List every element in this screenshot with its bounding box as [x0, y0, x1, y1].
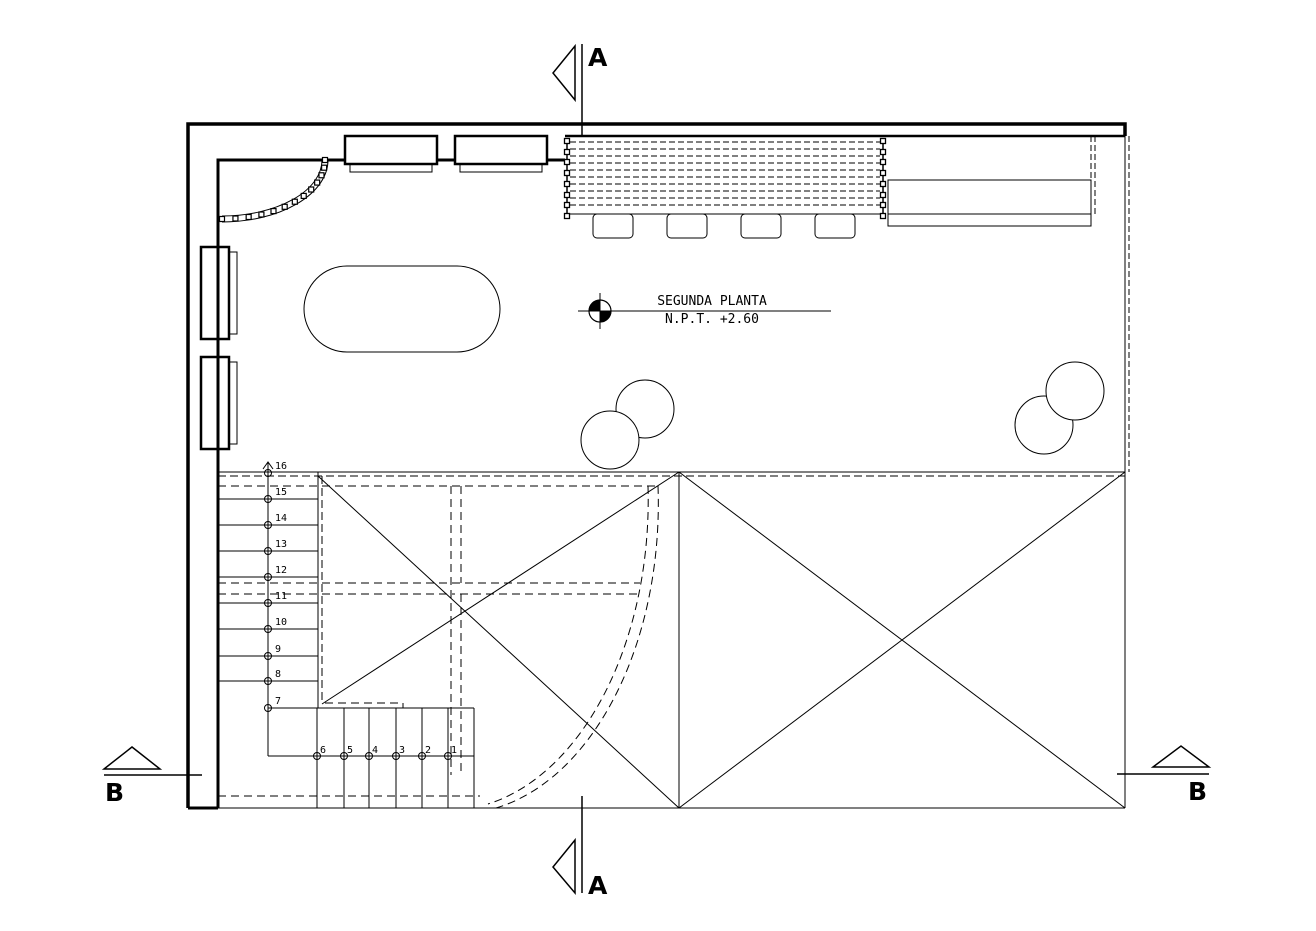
railing-post [563, 169, 571, 177]
railing-post [563, 158, 571, 166]
stair-node [264, 652, 272, 660]
stair-node [313, 752, 321, 760]
stair-node [264, 547, 272, 555]
lower-level-dashed [218, 485, 660, 809]
stair-step-number: 11 [275, 591, 287, 602]
railing-post [563, 180, 571, 188]
level-name: SEGUNDA PLANTA [657, 294, 767, 309]
railing-post [879, 148, 887, 156]
railing-post [245, 213, 252, 221]
corner-curved-railing [218, 156, 329, 223]
stair-step-number: 5 [347, 745, 353, 756]
stair-step-number: 15 [275, 487, 287, 498]
stair-node [264, 495, 272, 503]
railing-post [318, 172, 325, 179]
stair-node [365, 752, 373, 760]
section-a-bottom [552, 796, 583, 896]
railing-post [879, 212, 887, 220]
railing-post [291, 198, 298, 205]
section-a-bottom-label: A [588, 871, 608, 900]
stair-node [264, 521, 272, 529]
stair-node [264, 677, 272, 685]
railing-post [563, 148, 571, 156]
stair-step-number: 4 [372, 745, 378, 756]
stair-step-number: 14 [275, 513, 287, 524]
section-b-right [1117, 745, 1212, 775]
railing-post [879, 201, 887, 209]
stair-node [264, 599, 272, 607]
stair-step-number: 10 [275, 617, 287, 628]
stair-node [264, 469, 272, 477]
stair-step-number: 13 [275, 539, 287, 550]
stair [218, 461, 475, 808]
counter-top-right [887, 136, 1130, 472]
window-top-left [343, 134, 439, 173]
railing-post [258, 211, 265, 218]
railing-post [218, 215, 226, 223]
stair-node [444, 752, 452, 760]
railing-post [308, 186, 315, 193]
exterior-walls [186, 122, 1127, 810]
stair-node [264, 573, 272, 581]
railing-post [270, 207, 277, 215]
section-b-right-label: B [1188, 777, 1207, 806]
void-area [218, 471, 1126, 809]
stair-step-number: 3 [399, 745, 405, 756]
bar-stools [592, 213, 856, 239]
railing-post [232, 215, 239, 222]
round-furniture [580, 361, 1105, 470]
stair-step-number: 7 [275, 696, 281, 707]
railing-post [879, 158, 887, 166]
section-a-top-label: A [588, 43, 608, 72]
section-b-left [101, 746, 202, 776]
window-left-upper [199, 245, 238, 341]
stair-node [392, 752, 400, 760]
window-top-right [453, 134, 549, 173]
railing-post [563, 191, 571, 199]
window-left-lower [199, 355, 238, 451]
level-elevation: N.P.T. +2.60 [665, 312, 759, 327]
stair-step-number: 2 [425, 745, 431, 756]
railing-post [321, 156, 329, 164]
stair-step-number: 8 [275, 669, 281, 680]
stair-node [264, 625, 272, 633]
railing-post [321, 164, 328, 171]
level-marker [578, 293, 831, 329]
railing-post [281, 203, 288, 210]
section-b-left-label: B [105, 778, 124, 807]
railing-post [300, 192, 307, 200]
railing-post [563, 212, 571, 220]
stair-step-number: 12 [275, 565, 287, 576]
stair-step-number: 16 [275, 461, 287, 472]
railing-post [879, 180, 887, 188]
stair-node [340, 752, 348, 760]
railing-post [563, 137, 571, 145]
stair-step-number: 6 [320, 745, 326, 756]
stair-node [264, 704, 272, 712]
balcony-railing [563, 137, 887, 220]
railing-post [314, 179, 321, 186]
section-a-top [552, 43, 583, 136]
stair-step-number: 1 [451, 745, 457, 756]
railing-post [879, 169, 887, 177]
railing-post [563, 201, 571, 209]
railing-post [879, 137, 887, 145]
oval-table [303, 265, 501, 353]
stair-node [418, 752, 426, 760]
stair-step-number: 9 [275, 644, 281, 655]
railing-post [879, 191, 887, 199]
